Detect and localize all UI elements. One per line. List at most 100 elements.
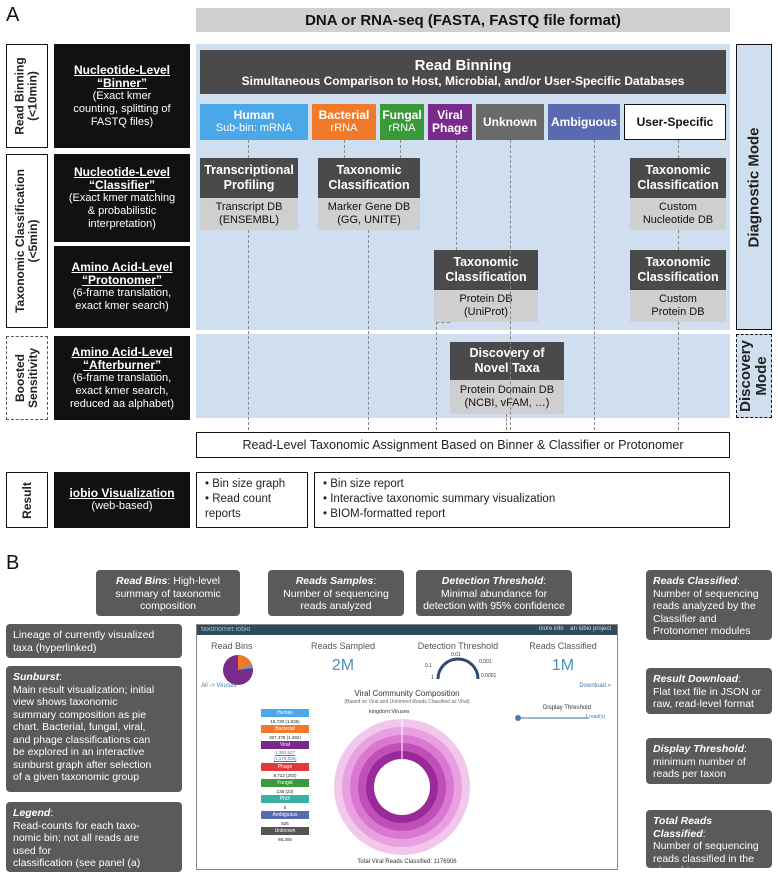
- legend-count: 307,478 (1,282): [269, 734, 301, 740]
- read-bins-pie[interactable]: [221, 653, 255, 687]
- app-nav-links[interactable]: more info an iobio project: [538, 626, 611, 632]
- iobio-title: iobio Visualization: [69, 486, 175, 500]
- taxonomic-classification-user: Taxonomic Classification: [630, 158, 726, 198]
- assignment-box: Read-Level Taxonomic Assignment Based on…: [196, 432, 730, 458]
- threshold-slider-handle[interactable]: [515, 715, 521, 721]
- diagnostic-mode-label: Diagnostic Mode: [736, 44, 772, 330]
- read-binning-title: Read Binning: [414, 56, 512, 74]
- gauge-label: 0.001: [479, 659, 492, 665]
- breadcrumb[interactable]: All -> Viruses: [201, 683, 237, 689]
- chart-title: Viral Community Composition: [354, 689, 460, 698]
- legend: Human 16,720 (1,935) Bacterial 307,478 (…: [261, 709, 309, 843]
- gauge-label: 0.01: [451, 652, 461, 658]
- callout-display-threshold: Display Threshold: minimum number of rea…: [646, 738, 772, 784]
- callout-sunburst: Sunburst: Main result visualization; ini…: [6, 666, 182, 792]
- read-bins-title: Read Bins: [211, 641, 253, 651]
- protein-domain-db: Protein Domain DB (NCBI, vFAM, …): [450, 380, 564, 414]
- reads-classified-title: Reads Classified: [529, 641, 597, 651]
- legend-item-unknown[interactable]: Unknown: [261, 827, 309, 835]
- legend-count: 8,713 (202): [273, 772, 297, 778]
- flow-line: [436, 322, 450, 323]
- protonomer-box: Amino Acid-Level “Protonomer” (6-frame t…: [54, 246, 190, 328]
- result-item: Interactive taxonomic summary visualizat…: [323, 492, 721, 507]
- input-banner: DNA or RNA-seq (FASTA, FASTQ file format…: [196, 8, 730, 32]
- display-threshold-title: Display Threshold: [543, 705, 591, 711]
- read-binning-header: Read Binning Simultaneous Comparison to …: [200, 50, 726, 94]
- legend-item-human[interactable]: Human: [261, 709, 309, 717]
- read-binning-subtitle: Simultaneous Comparison to Host, Microbi…: [241, 73, 685, 88]
- result-item: Read count reports: [205, 492, 299, 522]
- callout-read-bins: Read Bins: High-level summary of taxonom…: [96, 570, 240, 616]
- transcriptional-profiling: Transcriptional Profiling: [200, 158, 298, 198]
- panel-a-label: A: [6, 4, 20, 26]
- flow-line: [248, 140, 249, 158]
- binner-title: Nucleotide-Level “Binner”: [73, 62, 171, 90]
- callout-lineage: Lineage of currently visualized taxa (hy…: [6, 624, 182, 658]
- taxonomic-classification-nuc: Taxonomic Classification: [318, 158, 420, 198]
- sunburst-chart[interactable]: [327, 717, 477, 857]
- flow-line: [506, 414, 507, 430]
- detection-gauge: [436, 657, 480, 680]
- gauge-label: 1: [431, 675, 434, 681]
- marker-gene-db: Marker Gene DB (GG, UNITE): [318, 198, 420, 230]
- legend-item-phage[interactable]: Phage: [261, 763, 309, 771]
- total-viral-reads: Total Viral Reads Classified: 1176906: [357, 859, 457, 865]
- panel-b-label: B: [6, 552, 20, 574]
- legend-item-viral[interactable]: Viral: [261, 741, 309, 749]
- protein-db: Protein DB (UniProt): [434, 290, 538, 322]
- download-link[interactable]: Download »: [579, 683, 611, 689]
- legend-item-phix[interactable]: PhiX: [261, 795, 309, 803]
- row-label-result: Result: [6, 472, 48, 528]
- threshold-slider[interactable]: [519, 717, 589, 719]
- result-item: BIOM-formatted report: [323, 507, 721, 522]
- binner-text: (Exact kmer counting, splitting of FASTQ…: [73, 89, 171, 128]
- classifier-box: Nucleotide-Level “Classifier” (Exact kme…: [54, 154, 190, 242]
- legend-count: 135 (23): [276, 788, 294, 794]
- legend-count: 66,306: [278, 836, 292, 842]
- callout-legend: Legend: Read-counts for each taxo- nomic…: [6, 802, 182, 872]
- flow-line: [436, 322, 437, 430]
- legend-count: 0: [283, 804, 287, 810]
- kingdom-label: kingdom:Viruses: [369, 709, 410, 715]
- legend-count: 1,362,627 (1,176,906): [273, 750, 297, 761]
- classifier-text: (Exact kmer matching & probabilistic int…: [68, 191, 176, 230]
- bin-human: Human Sub-bin: mRNA: [200, 104, 308, 140]
- legend-item-bacterial[interactable]: Bacterial: [261, 725, 309, 733]
- transcript-db: Transcript DB (ENSEMBL): [200, 198, 298, 230]
- iobio-text: (web-based): [91, 500, 153, 512]
- afterburner-text: (6-frame translation, exact kmer search,…: [70, 371, 174, 410]
- taxonomic-classification-custom-protein: Taxonomic Classification: [630, 250, 726, 290]
- custom-protein-db: Custom Protein DB: [630, 290, 726, 322]
- reads-sampled-title: Reads Sampled: [310, 641, 376, 651]
- row-label-taxclass: Taxonomic Classification (<5min): [6, 154, 48, 328]
- chart-subtitle: (Based on Viral and Unbinned Reads Class…: [344, 699, 470, 705]
- result-item: Bin size report: [323, 477, 721, 492]
- bin-bacterial: Bacterial rRNA: [312, 104, 376, 140]
- flow-line: [248, 230, 249, 430]
- bin-viral-phage: Viral Phage: [428, 104, 472, 140]
- flow-line: [594, 140, 595, 430]
- legend-item-ambiguous[interactable]: Ambiguous: [261, 811, 309, 819]
- flow-line: [400, 140, 401, 158]
- flow-line: [678, 230, 679, 250]
- flow-line: [344, 140, 345, 158]
- callout-reads-classified: Reads Classified: Number of sequencing r…: [646, 570, 772, 640]
- legend-count: 16,720 (1,935): [270, 718, 300, 724]
- result-item: Bin size graph: [205, 477, 299, 492]
- callout-result-download: Result Download: Flat text file in JSON …: [646, 668, 772, 714]
- protonomer-text: (6-frame translation, exact kmer search): [72, 287, 172, 312]
- callout-reads-samples: Reads Samples: Number of sequencing read…: [268, 570, 404, 616]
- sunburst-ring: [374, 759, 430, 815]
- legend-item-fungal[interactable]: Fungal: [261, 779, 309, 787]
- iobio-box: iobio Visualization (web-based): [54, 472, 190, 528]
- row-label-boosted: Boosted Sensitivity: [6, 336, 48, 420]
- app-navbar: taxonomer.iobio more info an iobio proje…: [197, 625, 617, 635]
- bin-user-specific: User-Specific: [624, 104, 726, 140]
- gauge-label: 0.1: [425, 663, 432, 669]
- bin-fungal: Fungal rRNA: [380, 104, 424, 140]
- app-brand[interactable]: taxonomer.iobio: [201, 626, 251, 633]
- afterburner-title: Amino Acid-Level “Afterburner”: [71, 344, 173, 372]
- result-right-box: Bin size report Interactive taxonomic su…: [314, 472, 730, 528]
- callout-detection-threshold: Detection Threshold: Minimal abundance f…: [416, 570, 572, 616]
- flow-line: [510, 140, 511, 430]
